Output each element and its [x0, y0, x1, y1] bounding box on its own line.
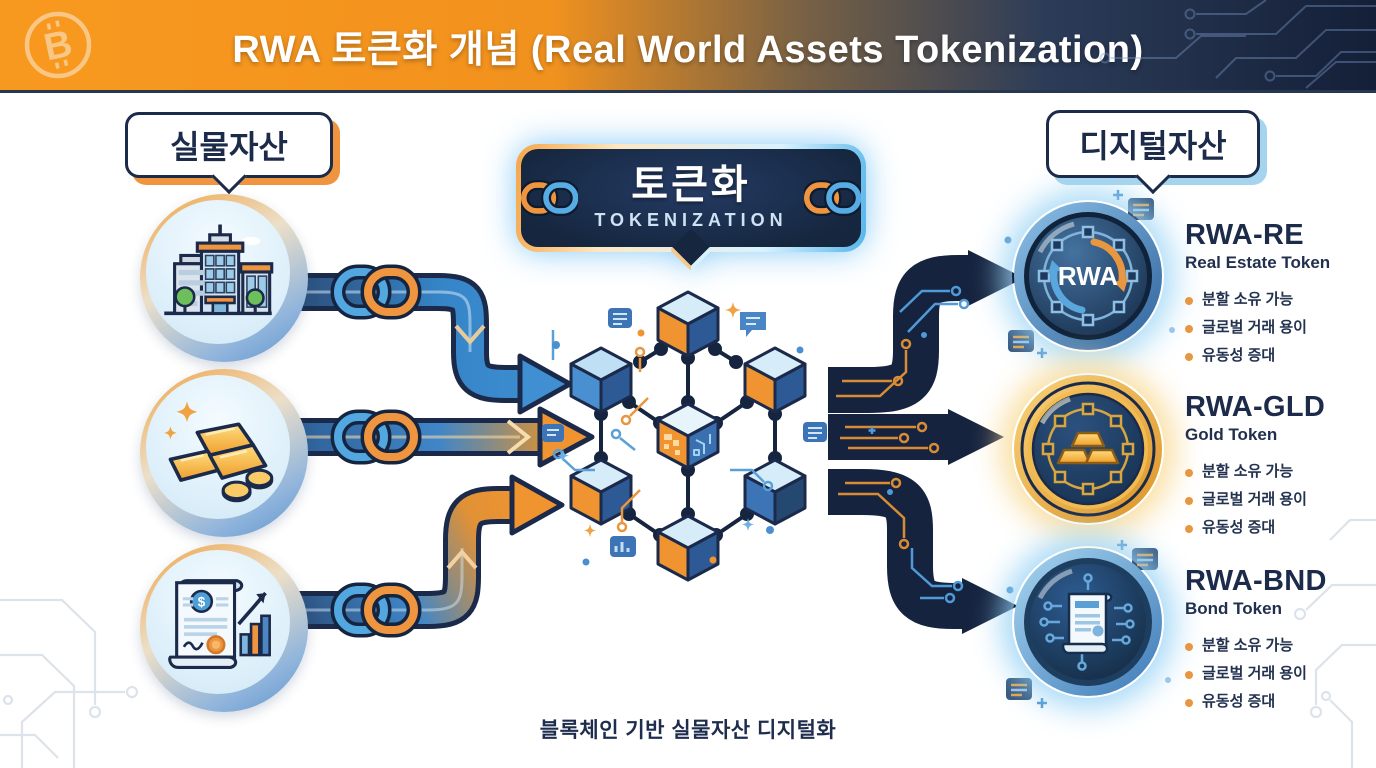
token-benefits-list: 분할 소유 가능 글로벌 거래 용이 유동성 증대 [1185, 632, 1373, 715]
label-real-assets: 실물자산 [125, 112, 333, 195]
badge-title: 토큰화 [631, 163, 751, 207]
benefit-item: 글로벌 거래 용이 [1185, 660, 1373, 688]
tree-icon [174, 286, 265, 314]
arrow-center-to-rwa-re [828, 250, 1024, 413]
circuit-pattern-icon [1099, 0, 1376, 89]
arrow-bond-to-center [285, 474, 565, 629]
token-name: Gold Token [1185, 425, 1278, 445]
bond-document-icon: $ [168, 579, 271, 670]
blockchain-cube-network [542, 290, 827, 582]
blockchain-cube [743, 458, 807, 526]
coin-rwa-text: RWA [1058, 261, 1118, 291]
token-symbol: RWA-BND [1185, 565, 1327, 597]
circuit-decoration [0, 518, 1376, 768]
token-name: Real Estate Token [1185, 253, 1331, 273]
token-name: Bond Token [1185, 599, 1282, 619]
benefit-item: 유동성 증대 [1185, 688, 1373, 716]
benefit-item: 글로벌 거래 용이 [1185, 486, 1373, 514]
data-chip-icon [1004, 190, 1175, 708]
footer-caption: 블록체인 기반 실물자산 디지털화 [539, 719, 837, 742]
benefit-item: 분할 소유 가능 [1185, 458, 1373, 486]
circuit-trace [616, 346, 649, 533]
benefit-item: 분할 소유 가능 [1185, 286, 1373, 314]
label-digital-assets: 디지털자산 [1046, 110, 1260, 195]
token-symbol: RWA-GLD [1185, 391, 1326, 423]
chain-link-icon [521, 179, 579, 217]
page-title: RWA 토큰화 개념 (Real World Assets Tokenizati… [232, 28, 1144, 71]
rwa-re-coin: RWA [1012, 200, 1164, 352]
arrow-real-estate-to-center [285, 273, 573, 415]
chain-link-icon [330, 264, 422, 638]
token-info-rwa-re: RWA-RE Real Estate Token 분할 소유 가능 글로벌 거래… [1185, 220, 1373, 370]
digital-assets-text: 디지털자산 [1079, 128, 1227, 164]
blockchain-cube [656, 514, 720, 582]
diagram-layer [0, 190, 1376, 768]
token-benefits-list: 분할 소유 가능 글로벌 거래 용이 유동성 증대 [1185, 286, 1373, 369]
blockchain-cube [569, 458, 633, 526]
token-info-rwa-gld: RWA-GLD Gold Token 분할 소유 가능 글로벌 거래 용이 유동… [1185, 392, 1373, 542]
data-chip-icon [542, 308, 827, 557]
blockchain-cube-core [656, 402, 720, 470]
asset-real-estate [140, 194, 308, 362]
token-benefits-list: 분할 소유 가능 글로벌 거래 용이 유동성 증대 [1185, 458, 1373, 541]
benefit-item: 유동성 증대 [1185, 342, 1373, 370]
asset-gold [140, 369, 308, 537]
benefit-item: 글로벌 거래 용이 [1185, 314, 1373, 342]
bond-scroll-coin-icon [1014, 548, 1162, 696]
bitcoin-icon: B [24, 11, 92, 79]
gold-bars-icon [164, 401, 274, 503]
benefit-item: 분할 소유 가능 [1185, 632, 1373, 660]
badge-subtitle: TOKENIZATION [594, 210, 788, 230]
chain-link-icon [803, 179, 861, 217]
tokenization-badge: 토큰화 TOKENIZATION [516, 144, 866, 272]
arrow-center-to-rwa-gld [828, 409, 1004, 465]
token-symbol: RWA-RE [1185, 219, 1304, 251]
svg-text:$: $ [198, 595, 206, 610]
benefit-item: 유동성 증대 [1185, 514, 1373, 542]
token-info-rwa-bnd: RWA-BND Bond Token 분할 소유 가능 글로벌 거래 용이 유동… [1185, 566, 1373, 716]
rwa-gld-coin [1012, 373, 1164, 525]
arrow-center-to-rwa-bnd [828, 469, 1018, 634]
rwa-bnd-coin [1012, 546, 1164, 698]
building-icon [164, 224, 274, 316]
blockchain-cube [656, 290, 720, 358]
gold-bars-coin-icon [1014, 375, 1162, 523]
blockchain-cube [743, 346, 807, 414]
blockchain-cube [569, 346, 633, 414]
asset-bond: $ [140, 544, 308, 712]
header-banner: B RWA 토큰화 개념 (Real World Assets Tokeniza… [0, 0, 1376, 93]
rwa-cycle-coin-icon: RWA [1014, 202, 1162, 350]
